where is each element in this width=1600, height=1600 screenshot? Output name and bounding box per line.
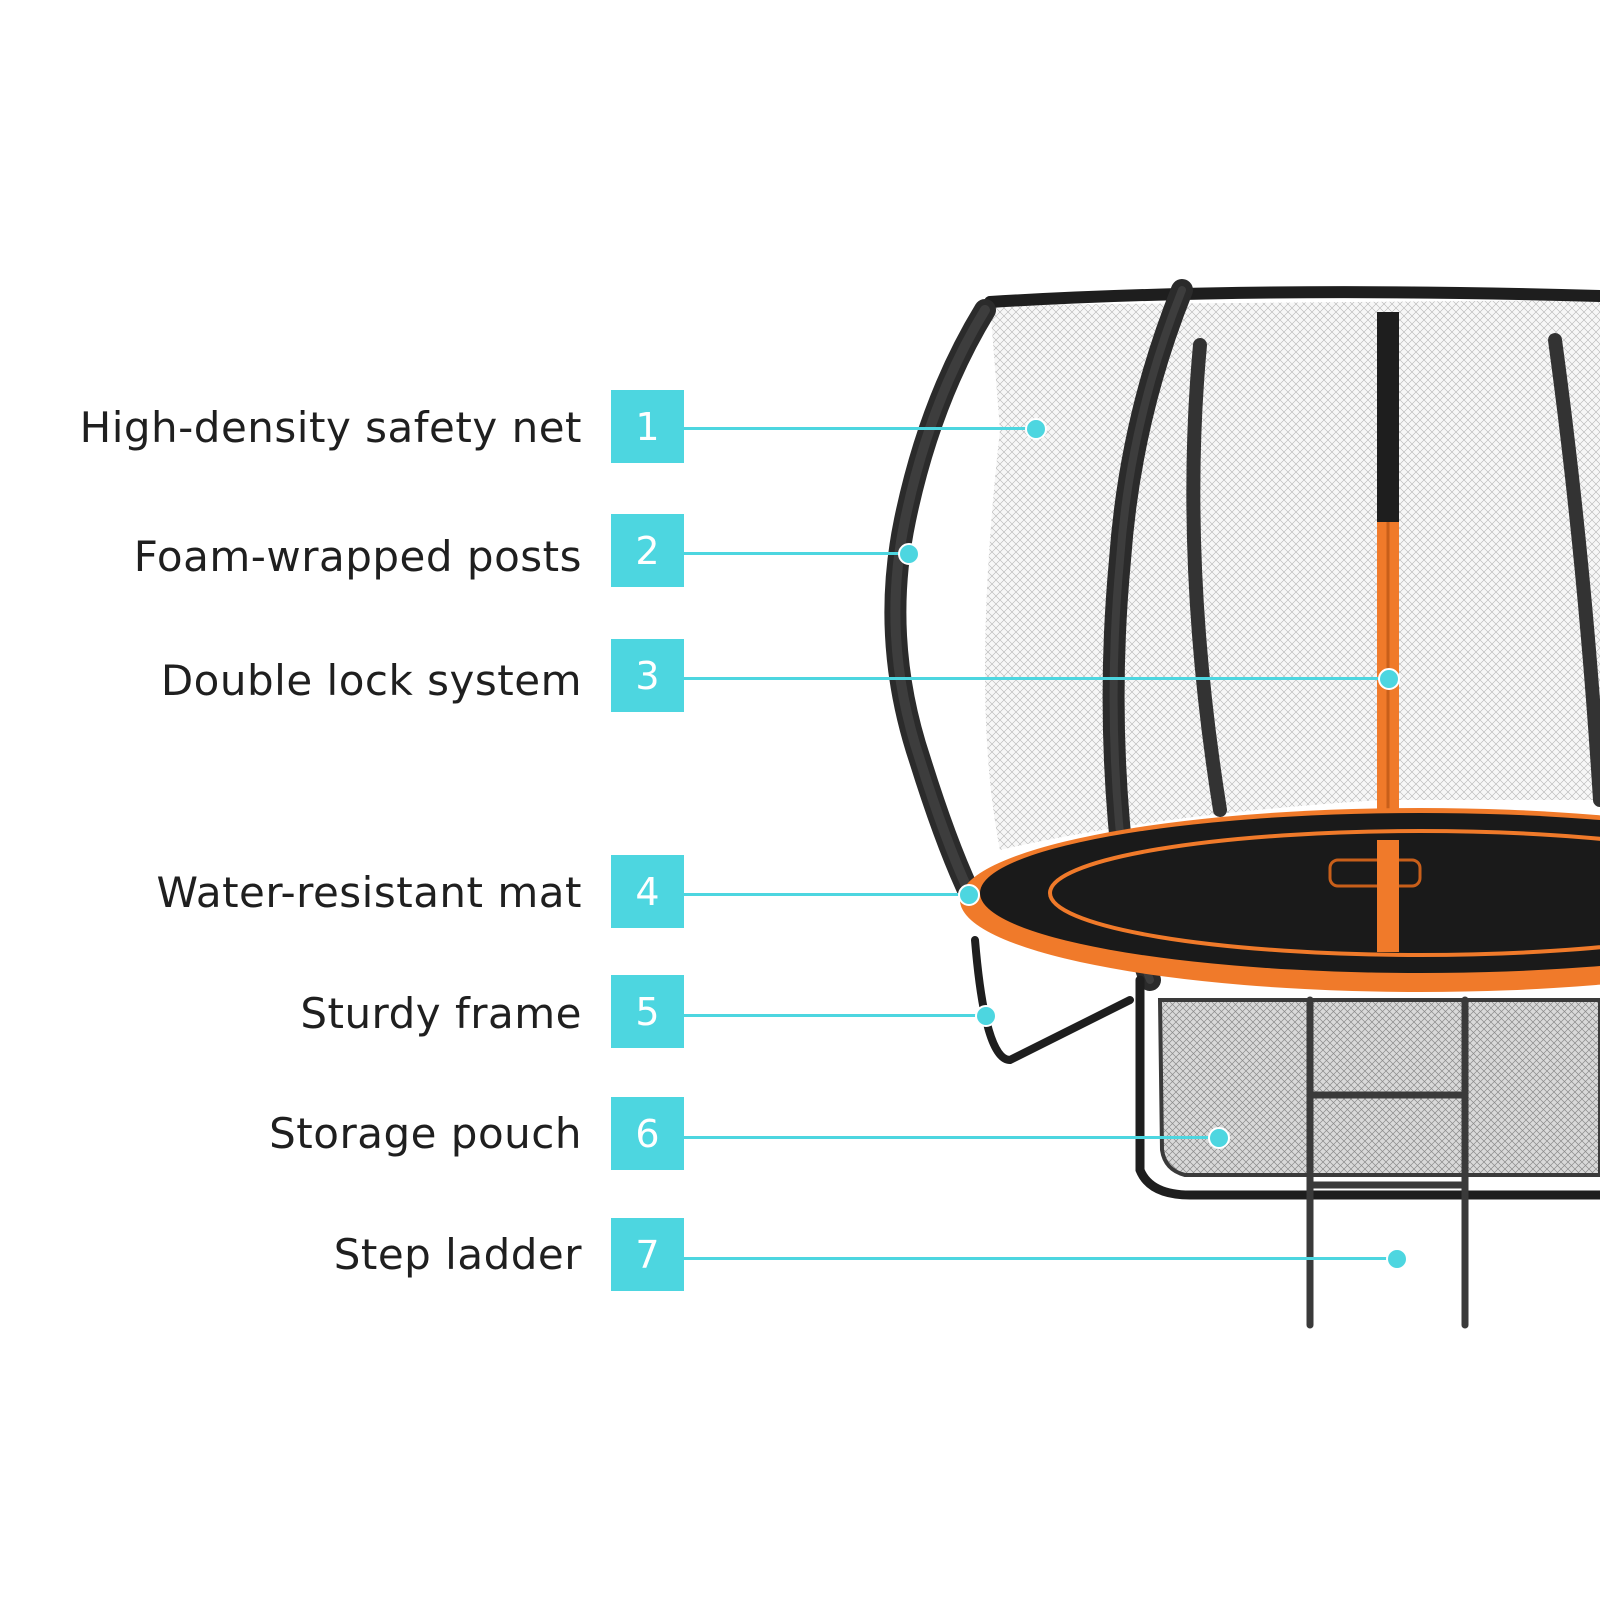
- leader-line: [684, 552, 908, 555]
- callout-label: Sturdy frame: [300, 989, 582, 1038]
- leader-dot: [1025, 418, 1047, 440]
- leader-line: [684, 1136, 1218, 1139]
- storage-pouch: [1157, 998, 1600, 1177]
- net-top-ring: [984, 286, 1600, 308]
- callout-label: Water-resistant mat: [156, 868, 582, 917]
- callout-number-badge: 1: [611, 390, 684, 463]
- zipper-strip-dark: [1377, 312, 1399, 522]
- callout-number-badge: 2: [611, 514, 684, 587]
- leader-line: [684, 677, 1388, 680]
- safety-net: [985, 300, 1600, 850]
- callout-label: Storage pouch: [269, 1109, 582, 1158]
- leader-dot: [958, 884, 980, 906]
- callout-number-badge: 3: [611, 639, 684, 712]
- leader-dot: [1378, 668, 1400, 690]
- callout-label: Foam-wrapped posts: [133, 532, 582, 581]
- leader-line: [684, 1014, 985, 1017]
- callout-label: High-density safety net: [79, 403, 582, 452]
- callout-label: Step ladder: [333, 1230, 582, 1279]
- callout-number-badge: 7: [611, 1218, 684, 1291]
- callout-number-badge: 5: [611, 975, 684, 1048]
- callout-label: Double lock system: [160, 656, 582, 705]
- leader-dot: [898, 543, 920, 565]
- callout-number-badge: 6: [611, 1097, 684, 1170]
- leader-line: [684, 893, 969, 896]
- frame-leg-front: [1135, 975, 1600, 1200]
- leader-line: [684, 1257, 1397, 1260]
- leader-dot: [1208, 1127, 1230, 1149]
- callout-number-badge: 4: [611, 855, 684, 928]
- leader-dot: [975, 1005, 997, 1027]
- leader-line: [684, 427, 1030, 430]
- step-ladder: [1306, 996, 1469, 1329]
- frame-leg-left: [971, 936, 1134, 1065]
- leader-dot: [1386, 1248, 1408, 1270]
